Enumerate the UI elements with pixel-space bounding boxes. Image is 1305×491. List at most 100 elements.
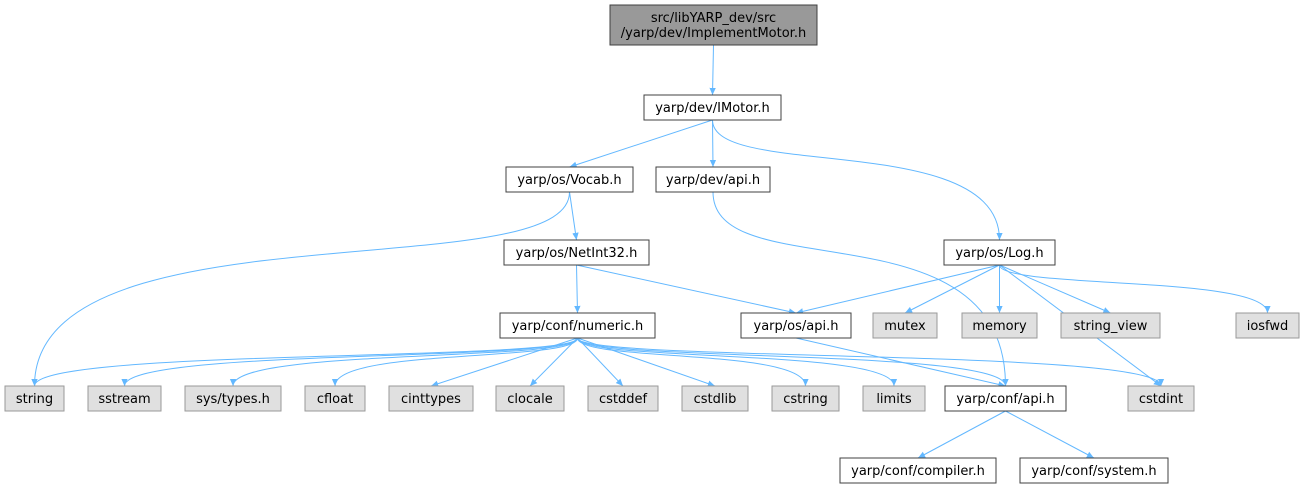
node-box	[304, 385, 366, 412]
node-memory[interactable]: memory	[961, 312, 1038, 339]
node-limits[interactable]: limits	[862, 385, 926, 412]
node-label: cstddef	[599, 392, 648, 407]
node-compiler[interactable]: yarp/conf/compiler.h	[839, 457, 997, 484]
node-box	[1019, 457, 1169, 484]
node-box	[388, 385, 474, 412]
node-imotor[interactable]: yarp/dev/IMotor.h	[643, 94, 782, 121]
node-label: cfloat	[317, 392, 353, 407]
node-label: yarp/conf/system.h	[1031, 464, 1156, 479]
node-box	[655, 166, 771, 193]
node-label: yarp/conf/api.h	[956, 392, 1054, 407]
edge-numeric-to-clocale	[529, 337, 578, 387]
edge-imotor-to-vocab	[569, 119, 713, 168]
node-label: yarp/os/Log.h	[955, 246, 1043, 261]
node-label: yarp/os/api.h	[754, 319, 839, 334]
node-box	[587, 385, 659, 412]
node-label: yarp/dev/api.h	[666, 173, 760, 188]
node-box	[1060, 312, 1161, 339]
node-system[interactable]: yarp/conf/system.h	[1019, 457, 1169, 484]
node-label: string_view	[1074, 319, 1148, 334]
node-label: cstring	[783, 392, 827, 407]
node-label: iosfwd	[1247, 319, 1289, 334]
node-netint32[interactable]: yarp/os/NetInt32.h	[503, 239, 650, 266]
node-devapi[interactable]: yarp/dev/api.h	[655, 166, 771, 193]
node-box	[505, 166, 634, 193]
edge-numeric-to-cinttypes	[430, 337, 578, 387]
node-label: clocale	[507, 392, 552, 407]
edge-confapi-to-compiler	[917, 410, 1006, 459]
edge-numeric-to-cstddef	[577, 337, 624, 387]
nodes-layer: src/libYARP_dev/src/yarp/dev/ImplementMo…	[4, 4, 1300, 484]
edge-numeric-to-cstdint	[577, 337, 1165, 387]
node-osapi[interactable]: yarp/os/api.h	[740, 312, 852, 339]
node-label: yarp/os/NetInt32.h	[516, 246, 638, 261]
node-label: yarp/dev/IMotor.h	[655, 101, 770, 116]
edge-netint32-to-numeric	[574, 264, 581, 314]
node-box	[4, 385, 65, 412]
node-cstring[interactable]: cstring	[771, 385, 840, 412]
node-cstdint[interactable]: cstdint	[1127, 385, 1195, 412]
edge-numeric-to-cstdlib	[577, 337, 716, 387]
edge-vocab-to-netint32	[569, 191, 579, 241]
edge-numeric-to-systypes	[229, 337, 578, 387]
node-cstddef[interactable]: cstddef	[587, 385, 659, 412]
node-box	[1235, 312, 1300, 339]
node-string_view[interactable]: string_view	[1060, 312, 1161, 339]
node-mutex[interactable]: mutex	[872, 312, 938, 339]
node-box	[740, 312, 852, 339]
node-label: /yarp/dev/ImplementMotor.h	[621, 26, 806, 41]
node-systypes[interactable]: sys/types.h	[184, 385, 282, 412]
node-box	[943, 239, 1056, 266]
node-cstdlib[interactable]: cstdlib	[681, 385, 749, 412]
node-label: yarp/conf/numeric.h	[512, 319, 644, 334]
node-clocale[interactable]: clocale	[495, 385, 565, 412]
node-string[interactable]: string	[4, 385, 65, 412]
node-label: yarp/conf/compiler.h	[851, 464, 985, 479]
node-box	[872, 312, 938, 339]
node-label: mutex	[884, 319, 926, 334]
node-label: sys/types.h	[196, 392, 270, 407]
edge-confapi-to-system	[1005, 410, 1095, 459]
node-cinttypes[interactable]: cinttypes	[388, 385, 474, 412]
edge-vocab-to-string	[31, 191, 570, 387]
node-label: memory	[972, 319, 1027, 334]
edge-log-to-string_view	[999, 264, 1111, 314]
edge-numeric-to-cfloat	[331, 337, 578, 387]
edge-log-to-iosfwd	[999, 264, 1271, 314]
node-label: src/libYARP_dev/src	[651, 11, 776, 26]
edge-log-to-osapi	[795, 264, 1000, 315]
node-label: sstream	[98, 392, 150, 407]
node-vocab[interactable]: yarp/os/Vocab.h	[505, 166, 634, 193]
node-implementmotor[interactable]: src/libYARP_dev/src/yarp/dev/ImplementMo…	[609, 4, 818, 46]
node-box	[503, 239, 650, 266]
node-label: cstdlib	[694, 392, 737, 407]
node-sstream[interactable]: sstream	[87, 385, 162, 412]
node-cfloat[interactable]: cfloat	[304, 385, 366, 412]
node-box	[944, 385, 1067, 412]
node-box	[1127, 385, 1195, 412]
edge-numeric-to-string	[31, 337, 578, 387]
edge-implementmotor-to-imotor	[709, 44, 716, 96]
node-iosfwd[interactable]: iosfwd	[1235, 312, 1300, 339]
node-confapi[interactable]: yarp/conf/api.h	[944, 385, 1067, 412]
node-label: cinttypes	[401, 392, 461, 407]
node-box	[495, 385, 565, 412]
node-box	[839, 457, 997, 484]
node-box	[961, 312, 1038, 339]
edge-numeric-to-limits	[577, 337, 898, 387]
edge-numeric-to-confapi	[577, 337, 1009, 387]
edge-numeric-to-cstring	[577, 337, 809, 387]
edge-imotor-to-log	[712, 119, 1003, 241]
node-box	[771, 385, 840, 412]
node-log[interactable]: yarp/os/Log.h	[943, 239, 1056, 266]
node-label: cstdint	[1139, 392, 1183, 407]
node-box	[643, 94, 782, 121]
node-label: limits	[876, 392, 912, 407]
node-box	[609, 4, 818, 46]
node-numeric[interactable]: yarp/conf/numeric.h	[499, 312, 656, 339]
edge-imotor-to-devapi	[709, 119, 717, 168]
node-label: yarp/os/Vocab.h	[517, 173, 621, 188]
edge-osapi-to-confapi	[795, 337, 1006, 388]
node-box	[681, 385, 749, 412]
node-box	[499, 312, 656, 339]
